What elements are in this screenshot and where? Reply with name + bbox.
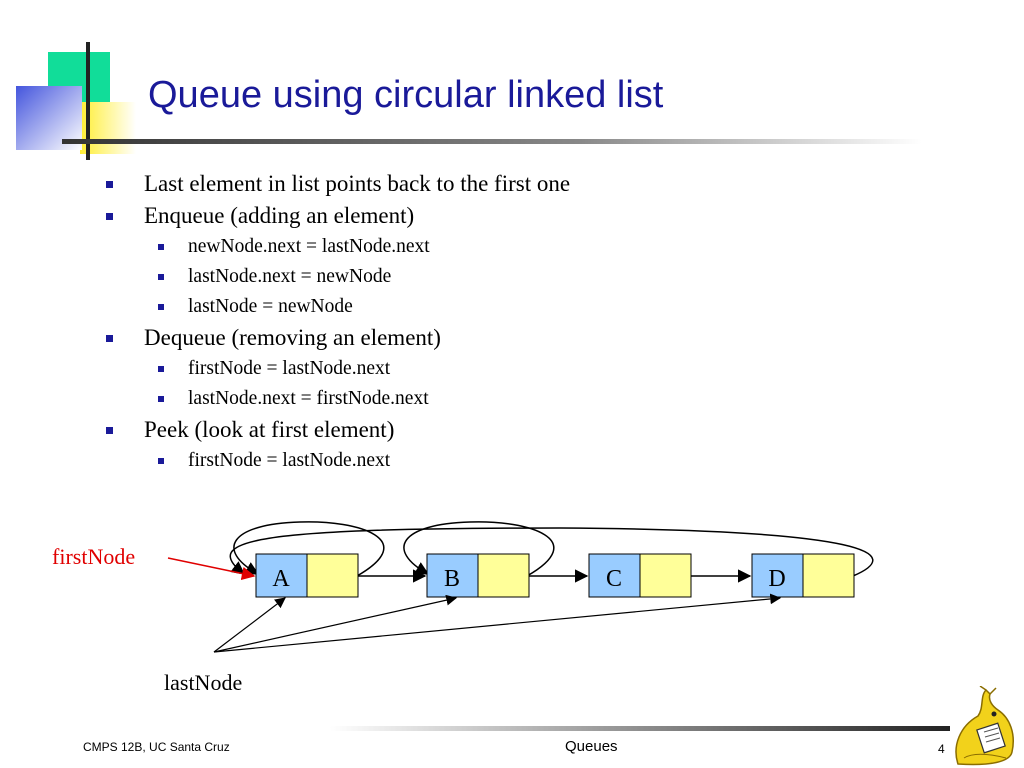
node-a-label: A [272, 566, 290, 592]
sub-bullet-enqueue-step-2: lastNode.next = newNode [104, 262, 804, 292]
bullet-peek: Peek (look at first element) [104, 414, 804, 446]
wraparound-link-arrow [229, 527, 874, 577]
node-a-next-cell [306, 553, 359, 598]
node-c-next-cell [639, 553, 692, 598]
last-node-arrow-b [213, 594, 458, 653]
bullet-text: lastNode.next = firstNode.next [188, 388, 429, 409]
bullet-enqueue: Enqueue (adding an element) [104, 200, 804, 232]
node-b: B [426, 553, 530, 598]
footer-rule [330, 726, 950, 731]
node-a: A [255, 553, 359, 598]
last-node-arrow-a [213, 597, 286, 653]
sub-bullet-marker [158, 274, 164, 280]
loop-arrow-a [233, 521, 385, 577]
bullet-text: lastNode.next = newNode [188, 266, 392, 287]
slug-mascot-logo [955, 686, 1014, 766]
node-c: C [588, 553, 692, 598]
bullet-marker [106, 427, 113, 434]
node-d: D [751, 553, 855, 598]
bullet-list: Last element in list points back to the … [104, 168, 804, 476]
bullet-circular-link: Last element in list points back to the … [104, 168, 804, 200]
last-node-label: lastNode [164, 670, 242, 695]
bullet-marker [106, 213, 113, 220]
bullet-text: newNode.next = lastNode.next [188, 236, 430, 257]
bullet-text: firstNode = lastNode.next [188, 358, 391, 379]
bullet-dequeue: Dequeue (removing an element) [104, 322, 804, 354]
circular-list-diagram: A B C D firstNode lastNode [52, 521, 874, 695]
bullet-text: Dequeue (removing an element) [144, 325, 441, 350]
last-node-arrow-d [213, 593, 782, 653]
node-a-value-cell [255, 553, 308, 598]
sub-bullet-marker [158, 366, 164, 372]
footer-topic: Queues [565, 738, 618, 755]
first-node-arrow [167, 557, 256, 581]
slide-number: 4 [938, 742, 945, 756]
footer-course: CMPS 12B, UC Santa Cruz [83, 740, 230, 754]
node-b-next-cell [477, 553, 530, 598]
deco-vertical-bar [86, 42, 90, 160]
sub-bullet-marker [158, 458, 164, 464]
node-d-next-cell [802, 553, 855, 598]
bullet-marker [106, 335, 113, 342]
node-d-label: D [768, 566, 785, 592]
sub-bullet-marker [158, 244, 164, 250]
node-d-value-cell [751, 553, 804, 598]
sub-bullet-dequeue-step-2: lastNode.next = firstNode.next [104, 384, 804, 414]
sub-bullet-enqueue-step-1: newNode.next = lastNode.next [104, 232, 804, 262]
sub-bullet-marker [158, 304, 164, 310]
sub-bullet-dequeue-step-1: firstNode = lastNode.next [104, 354, 804, 384]
first-node-label: firstNode [52, 544, 135, 569]
bullet-text: Enqueue (adding an element) [144, 203, 415, 228]
loop-arrow-b [403, 521, 555, 577]
sub-bullet-enqueue-step-3: lastNode = newNode [104, 292, 804, 322]
bullet-text: Last element in list points back to the … [144, 171, 571, 196]
sub-bullet-marker [158, 396, 164, 402]
bullet-text: Peek (look at first element) [144, 417, 395, 442]
node-b-value-cell [426, 553, 479, 598]
node-b-label: B [444, 566, 460, 592]
sub-bullet-peek-step-1: firstNode = lastNode.next [104, 446, 804, 476]
corner-decoration [16, 42, 922, 160]
slide-title: Queue using circular linked list [148, 74, 664, 116]
bullet-marker [106, 181, 113, 188]
bullet-text: lastNode = newNode [188, 296, 353, 317]
title-underline [62, 139, 922, 144]
bullet-text: firstNode = lastNode.next [188, 450, 391, 471]
node-c-label: C [606, 566, 622, 592]
